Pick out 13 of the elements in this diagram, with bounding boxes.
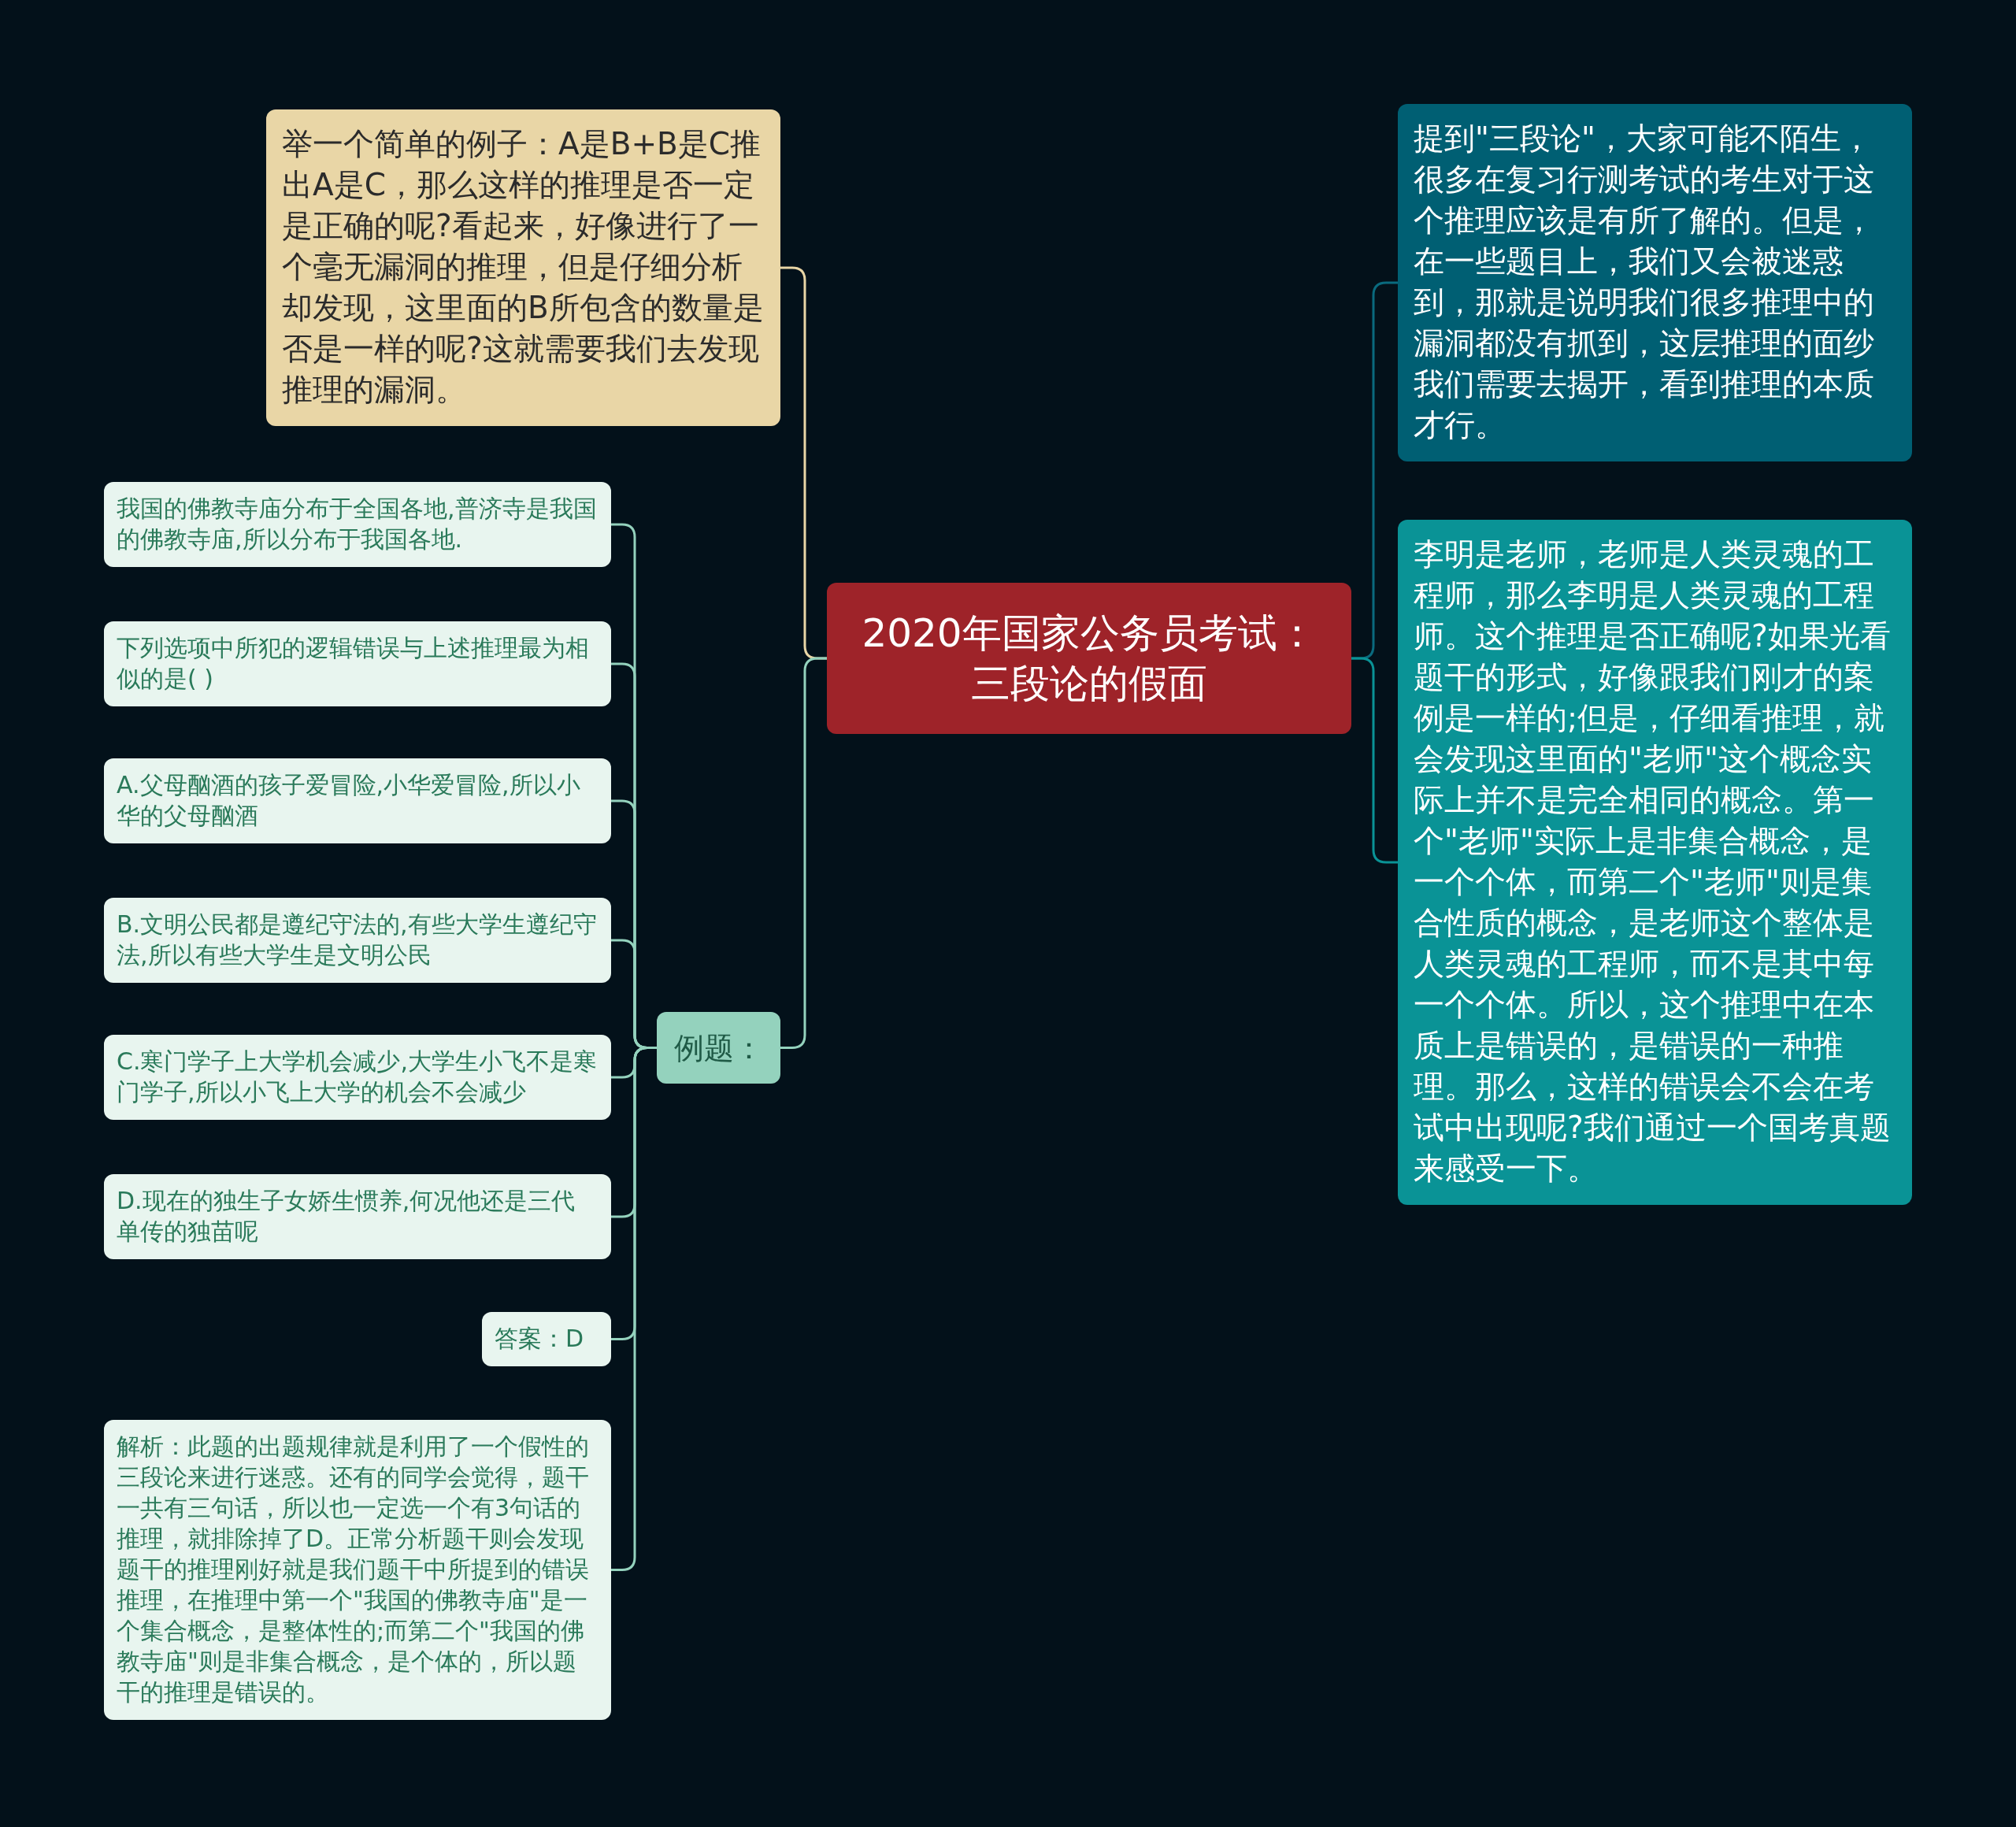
- root-topic-box: 2020年国家公务员考试：三段论的假面: [827, 583, 1351, 734]
- leaf-box: D.现在的独生子女娇生惯养,何况他还是三代单传的独苗呢: [104, 1174, 611, 1259]
- leaf-box: B.文明公民都是遵纪守法的,有些大学生遵纪守法,所以有些大学生是文明公民: [104, 898, 611, 983]
- leaf-box: 答案：D: [482, 1312, 611, 1366]
- leaf-box: 我国的佛教寺庙分布于全国各地,普济寺是我国的佛教寺庙,所以分布于我国各地.: [104, 482, 611, 567]
- subtopic-box: 例题：: [657, 1012, 780, 1084]
- leaf-box: A.父母酗酒的孩子爱冒险,小华爱冒险,所以小华的父母酗酒: [104, 758, 611, 843]
- leaf-box: 解析：此题的出题规律就是利用了一个假性的三段论来进行迷惑。还有的同学会觉得，题干一共有三句话，所以也一定选一个有3句话的推理，就排除掉了D。正常分析题干则会发现题干的推理刚好就是我们题干中所提到的错误推理，在推理中第一个"我国的佛教寺庙"是一个集合概念，是整体性的;而第二个"我国的佛教寺庙"则是非集合概念，是个体的，所以题干的推理是错误的。: [104, 1420, 611, 1720]
- topic-box: 李明是老师，老师是人类灵魂的工程师，那么李明是人类灵魂的工程师。这个推理是否正确呢?如果光看题干的形式，好像跟我们刚才的案例是一样的;但是，仔细看推理，就会发现这里面的"老师"这个概念实际上并不是完全相同的概念。第一个"老师"实际上是非集合概念，是一个个体，而第二个"老师"则是集合性质的概念，是老师这个整体是人类灵魂的工程师，而不是其中每一个个体。所以，这个推理中在本质上是错误的，是错误的一种推理。那么，这样的错误会不会在考试中出现呢?我们通过一个国考真题来感受一下。: [1398, 520, 1912, 1205]
- leaf-box: 下列选项中所犯的逻辑错误与上述推理最为相似的是( ): [104, 621, 611, 706]
- leaf-box: C.寒门学子上大学机会减少,大学生小飞不是寒门学子,所以小飞上大学的机会不会减少: [104, 1035, 611, 1120]
- topic-box: 提到"三段论"，大家可能不陌生，很多在复习行测考试的考生对于这个推理应该是有所了解的。但是，在一些题目上，我们又会被迷惑到，那就是说明我们很多推理中的漏洞都没有抓到，这层推理的面纱我们需要去揭开，看到推理的本质才行。: [1398, 104, 1912, 461]
- topic-box: 举一个简单的例子：A是B+B是C推出A是C，那么这样的推理是否一定是正确的呢?看起来，好像进行了一个毫无漏洞的推理，但是仔细分析却发现，这里面的B所包含的数量是否是一样的呢?这就需要我们去发现推理的漏洞。: [266, 109, 780, 426]
